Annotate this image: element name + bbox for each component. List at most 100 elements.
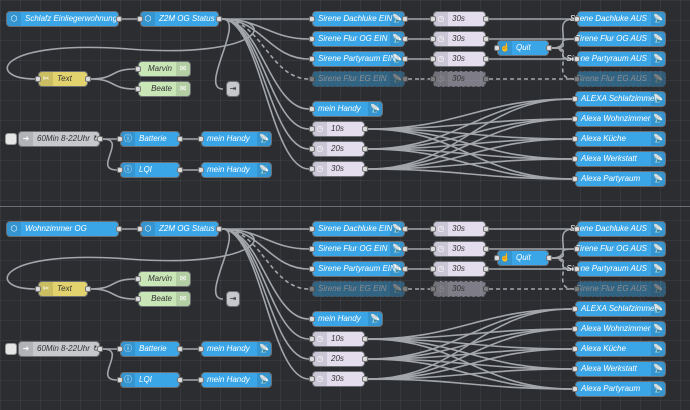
siren-off-node[interactable]: 📡Sirene Dachluke AUS [570, 221, 666, 237]
output-port[interactable] [402, 286, 408, 292]
input-port[interactable] [430, 56, 436, 62]
input-port[interactable] [309, 36, 315, 42]
input-port[interactable] [430, 36, 436, 42]
handy-node[interactable]: 📡mein Handy [198, 131, 272, 147]
source-node[interactable]: ⬡Schlafz Einliegerwohnung [6, 11, 122, 27]
input-port[interactable] [572, 386, 578, 392]
delay-node[interactable]: ◷30s [430, 51, 489, 67]
output-port[interactable] [116, 16, 122, 22]
input-port[interactable] [135, 66, 141, 72]
alexa-node[interactable]: 📡Alexa Werkstatt [572, 151, 666, 167]
input-port[interactable] [309, 126, 315, 132]
input-port[interactable] [430, 246, 436, 252]
input-port[interactable] [574, 266, 580, 272]
siren-off-node[interactable]: 📡Sirene Flur EG AUS [574, 281, 666, 297]
alexa-node[interactable]: 📡Alexa Werkstatt [572, 361, 666, 377]
input-port[interactable] [574, 286, 580, 292]
siren-on-node[interactable]: 📡Sirene Flur OG EIN [309, 241, 408, 257]
delay-node[interactable]: ◷30s [430, 71, 489, 87]
handy-node[interactable]: 📡mein Handy [198, 162, 272, 178]
input-port[interactable] [574, 36, 580, 42]
output-port[interactable] [177, 167, 183, 173]
alexa-delay-node[interactable]: ◷10s [309, 331, 368, 347]
output-port[interactable] [402, 266, 408, 272]
input-port[interactable] [574, 56, 580, 62]
handy-node[interactable]: 📡mein Handy [309, 311, 383, 327]
alexa-node[interactable]: 📡ALEXA Schlafzimmer [572, 91, 666, 107]
alexa-node[interactable]: 📡Alexa Küche [572, 131, 666, 147]
input-port[interactable] [35, 286, 41, 292]
person-node-marvin[interactable]: ✉Marvin [135, 61, 191, 77]
output-port[interactable] [362, 146, 368, 152]
delay-node[interactable]: ◷30s [430, 221, 489, 237]
quit-node[interactable]: ☝Quit [494, 250, 552, 266]
output-port[interactable] [216, 226, 222, 232]
output-port[interactable] [362, 336, 368, 342]
alexa-delay-node[interactable]: ◷20s [309, 351, 368, 367]
input-port[interactable] [135, 296, 141, 302]
input-port[interactable] [309, 166, 315, 172]
input-port[interactable] [572, 366, 578, 372]
output-port[interactable] [362, 376, 368, 382]
input-port[interactable] [430, 76, 436, 82]
alexa-delay-node[interactable]: ◷10s [309, 121, 368, 137]
output-port[interactable] [483, 246, 489, 252]
output-port[interactable] [483, 16, 489, 22]
handy-node[interactable]: 📡mein Handy [309, 101, 383, 117]
link-out-icon[interactable]: ⇥ [226, 291, 240, 307]
input-port[interactable] [572, 326, 578, 332]
input-port[interactable] [309, 356, 315, 362]
siren-off-node[interactable]: 📡Sirene Partyraum AUS [566, 261, 666, 277]
inject-button[interactable] [5, 133, 17, 145]
output-port[interactable] [97, 346, 103, 352]
siren-on-node[interactable]: 📡Sirene Partyraum EIN [309, 51, 408, 67]
alexa-delay-node[interactable]: ◷30s [309, 161, 368, 177]
output-port[interactable] [362, 356, 368, 362]
status-node[interactable]: ⬡Z2M OG Status [137, 11, 222, 27]
output-port[interactable] [402, 36, 408, 42]
output-port[interactable] [402, 226, 408, 232]
input-port[interactable] [574, 76, 580, 82]
inject-node[interactable]: ➜60Min 8-22Uhr ↻ [18, 341, 103, 357]
alexa-delay-node[interactable]: ◷30s [309, 371, 368, 387]
input-port[interactable] [494, 255, 500, 261]
siren-on-node[interactable]: 📡Sirene Partyraum EIN [309, 261, 408, 277]
delay-node[interactable]: ◷30s [430, 31, 489, 47]
output-port[interactable] [546, 45, 552, 51]
input-port[interactable] [135, 276, 141, 282]
input-port[interactable] [572, 156, 578, 162]
delay-node[interactable]: ◷30s [430, 281, 489, 297]
input-port[interactable] [574, 16, 580, 22]
delay-node[interactable]: ◷30s [430, 261, 489, 277]
quit-node[interactable]: ☝Quit [494, 40, 552, 56]
source-node[interactable]: ⬡Wohnzimmer OG [6, 221, 122, 237]
output-port[interactable] [483, 56, 489, 62]
input-port[interactable] [430, 226, 436, 232]
siren-on-node[interactable]: 📡Sirene Flur EG EIN [309, 71, 408, 87]
output-port[interactable] [402, 76, 408, 82]
input-port[interactable] [309, 286, 315, 292]
link-out-icon[interactable]: ⇥ [226, 81, 240, 97]
output-port[interactable] [85, 286, 91, 292]
output-port[interactable] [85, 76, 91, 82]
output-port[interactable] [116, 226, 122, 232]
input-port[interactable] [135, 86, 141, 92]
output-port[interactable] [362, 166, 368, 172]
delay-node[interactable]: ◷30s [430, 11, 489, 27]
person-node-marvin[interactable]: ✉Marvin [135, 271, 191, 287]
output-port[interactable] [483, 76, 489, 82]
input-port[interactable] [574, 246, 580, 252]
output-port[interactable] [483, 226, 489, 232]
alexa-node[interactable]: 📡Alexa Küche [572, 341, 666, 357]
text-template-node[interactable]: ✂Text [35, 281, 91, 297]
input-port[interactable] [430, 16, 436, 22]
input-port[interactable] [574, 226, 580, 232]
input-port[interactable] [309, 246, 315, 252]
handy-node[interactable]: 📡mein Handy [198, 372, 272, 388]
input-port[interactable] [137, 226, 143, 232]
input-port[interactable] [35, 76, 41, 82]
